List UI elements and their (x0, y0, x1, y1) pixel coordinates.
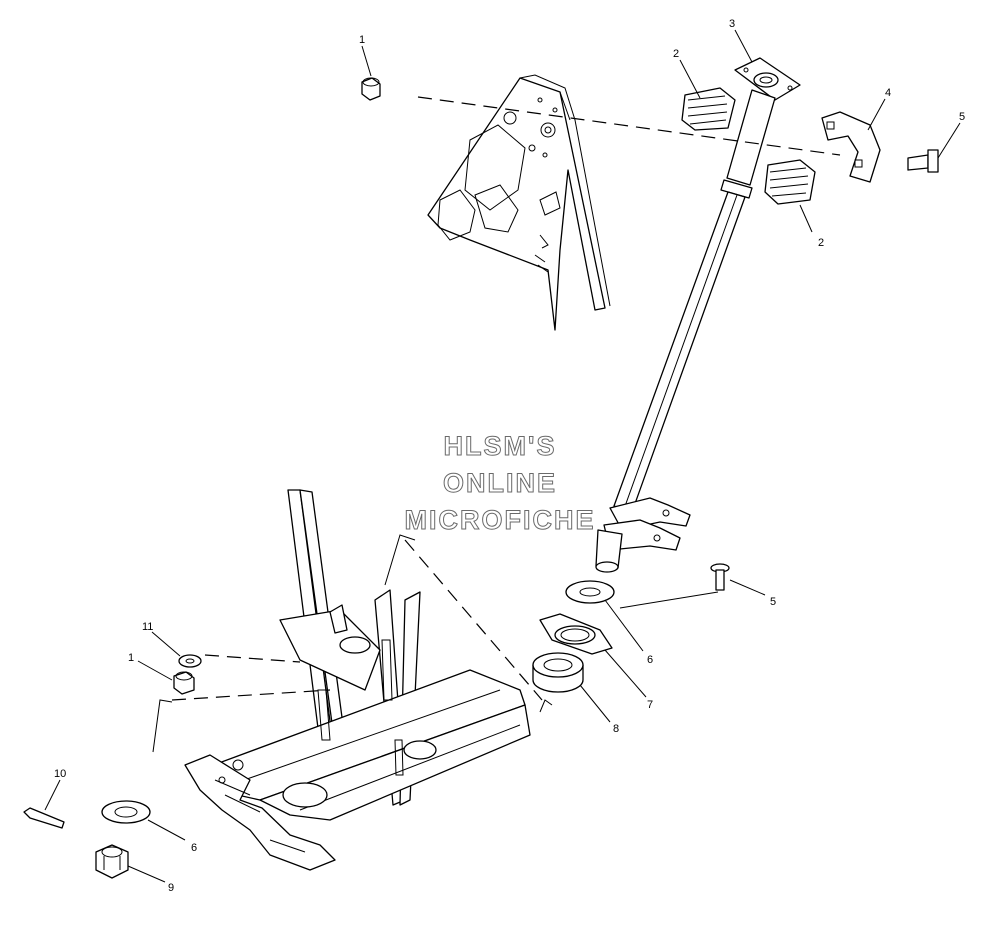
washer-part-11 (178, 654, 202, 668)
callout-3: 3 (729, 18, 735, 30)
callout-numbers: 1 2 3 4 5 2 11 1 5 6 7 8 10 6 9 (54, 18, 965, 894)
alignment-lines (171, 96, 841, 701)
callout-11: 11 (142, 621, 153, 633)
bushing-part-2-lower (764, 159, 816, 205)
bolt-part-5-mid (710, 563, 730, 591)
bolt-part-5-upper (907, 149, 939, 173)
nut-part-1-top (361, 77, 381, 101)
callout-1-bottom: 1 (128, 652, 134, 664)
clamp-part-4 (821, 111, 881, 183)
callout-1-top: 1 (359, 34, 365, 46)
bearing-part-8 (532, 652, 584, 693)
callout-6-left: 6 (191, 842, 197, 854)
callout-10: 10 (54, 768, 66, 780)
callout-leaders (44, 29, 961, 883)
callout-5-top: 5 (959, 111, 965, 123)
lower-frame-chassis (184, 489, 531, 871)
washer-part-6-left (101, 800, 151, 824)
nut-part-1-bottom (173, 671, 195, 695)
castle-nut-part-9 (95, 844, 129, 879)
assembly-brackets (152, 534, 553, 753)
callout-2-bottom: 2 (818, 237, 824, 249)
watermark-line-1: HLSM'S (444, 431, 557, 461)
callout-9: 9 (168, 882, 174, 894)
watermark-line-2: ONLINE (443, 468, 557, 498)
callout-7: 7 (647, 699, 653, 711)
upper-frame-bracket (427, 74, 611, 331)
callout-8: 8 (613, 723, 619, 735)
flange-part-7 (539, 613, 613, 655)
washer-part-6-right (565, 580, 615, 604)
callout-2-top: 2 (673, 48, 679, 60)
watermark: HLSM'S ONLINE MICROFICHE (404, 431, 596, 536)
cotter-pin-part-10 (23, 807, 65, 829)
callout-5-mid: 5 (770, 596, 776, 608)
bushing-part-2-upper (681, 87, 736, 131)
watermark-line-3: MICROFICHE (405, 505, 596, 535)
steering-column (595, 57, 801, 573)
callout-6-right: 6 (647, 654, 653, 666)
callout-4: 4 (885, 87, 891, 99)
